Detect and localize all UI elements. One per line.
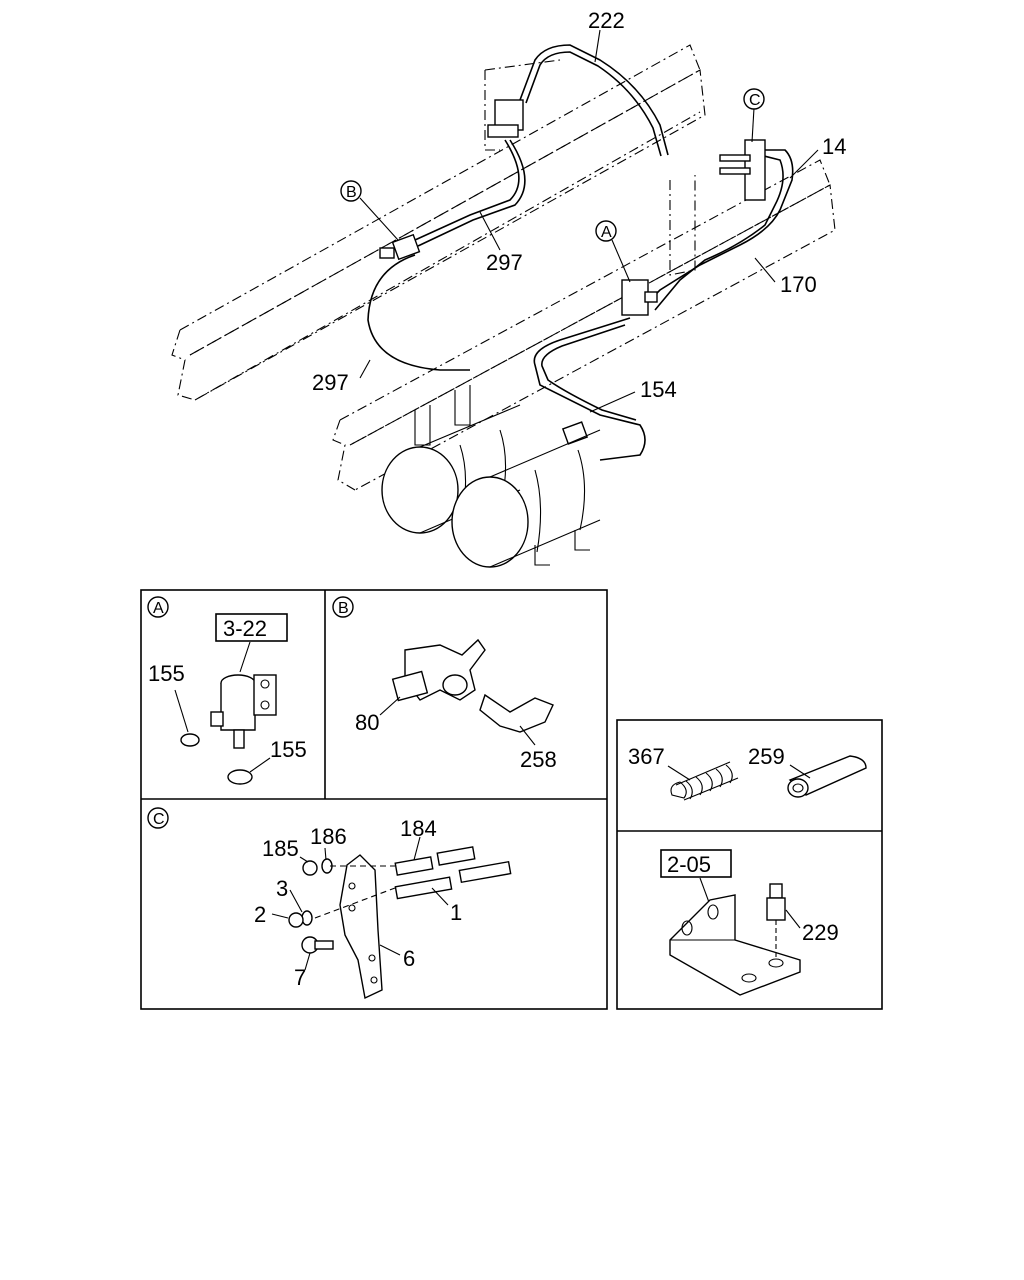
detail-a: A 3-22 155 155 bbox=[147, 596, 307, 785]
callout-367: 367 bbox=[628, 744, 665, 769]
callout-80: 80 bbox=[355, 710, 379, 735]
callout-184: 184 bbox=[400, 816, 437, 841]
callout-1: 1 bbox=[450, 900, 462, 925]
ref-box-2-05 bbox=[660, 849, 732, 878]
ref-box-3-22 bbox=[215, 613, 288, 642]
washer-155-upper bbox=[180, 733, 200, 747]
coil-spring-367 bbox=[670, 761, 739, 801]
detail-right-frame bbox=[616, 719, 883, 1010]
callout-155-upper: 155 bbox=[148, 661, 185, 686]
callout-3: 3 bbox=[276, 876, 288, 901]
callout-258: 258 bbox=[520, 747, 557, 772]
callout-2: 2 bbox=[254, 902, 266, 927]
pipe-14 bbox=[649, 149, 794, 301]
detail-b: B 80 258 bbox=[332, 596, 557, 772]
pressure-switch bbox=[210, 674, 277, 749]
fitting-bracket-c bbox=[719, 139, 766, 201]
callout-14: 14 bbox=[822, 134, 846, 159]
callout-297-upper: 297 bbox=[486, 250, 523, 275]
pipe-222 bbox=[519, 44, 669, 156]
pressure-switch-a bbox=[621, 279, 658, 316]
callout-229: 229 bbox=[802, 920, 839, 945]
callout-154: 154 bbox=[640, 377, 677, 402]
callout-155-lower: 155 bbox=[270, 737, 307, 762]
nut-2 bbox=[288, 912, 304, 928]
callout-185: 185 bbox=[262, 836, 299, 861]
svg-text:B: B bbox=[338, 600, 349, 617]
svg-text:A: A bbox=[153, 600, 164, 617]
connectors bbox=[394, 846, 512, 900]
svg-text:B: B bbox=[346, 184, 357, 201]
pipe-297 bbox=[367, 139, 520, 371]
air-tank-front bbox=[451, 429, 601, 568]
main-assembly-view: 222 14 170 297 297 154 B A C bbox=[171, 8, 846, 568]
marker-a: A bbox=[595, 220, 617, 242]
callout-222: 222 bbox=[588, 8, 625, 33]
ref-label-2-05: 2-05 bbox=[667, 852, 711, 877]
ref-label-3-22: 3-22 bbox=[223, 616, 267, 641]
relay-valve bbox=[487, 99, 524, 138]
callout-297-lower: 297 bbox=[312, 370, 349, 395]
callout-6: 6 bbox=[403, 946, 415, 971]
detail-hoses: 367 259 bbox=[628, 744, 867, 801]
marker-b: B bbox=[340, 180, 362, 202]
elbow-fitting bbox=[479, 693, 554, 733]
upper-frame-rail bbox=[171, 44, 706, 401]
bolt-7 bbox=[301, 936, 334, 954]
callout-7: 7 bbox=[294, 965, 306, 990]
svg-text:A: A bbox=[601, 224, 612, 241]
mounting-bracket bbox=[339, 854, 383, 1000]
detail-bracket: 2-05 229 bbox=[660, 849, 839, 996]
pipe-170 bbox=[654, 154, 784, 311]
callout-186: 186 bbox=[310, 824, 347, 849]
svg-text:C: C bbox=[749, 92, 761, 109]
angle-bracket bbox=[669, 894, 801, 996]
fitting-229 bbox=[766, 883, 786, 960]
marker-c: C bbox=[743, 88, 765, 110]
detail-c: C 185 186 184 bbox=[147, 807, 512, 1000]
svg-text:C: C bbox=[153, 811, 165, 828]
lower-frame-rail bbox=[332, 159, 836, 491]
nut-185 bbox=[302, 860, 318, 876]
tee-fitting-b bbox=[379, 233, 421, 261]
tank-brackets bbox=[414, 385, 590, 566]
washer-155-lower bbox=[227, 769, 253, 785]
washer-3 bbox=[301, 910, 313, 926]
callout-170: 170 bbox=[780, 272, 817, 297]
sleeve-259 bbox=[787, 755, 867, 798]
callout-259: 259 bbox=[748, 744, 785, 769]
tee-fitting bbox=[391, 638, 486, 702]
crossmember bbox=[484, 59, 696, 276]
pipe-154 bbox=[533, 317, 646, 461]
